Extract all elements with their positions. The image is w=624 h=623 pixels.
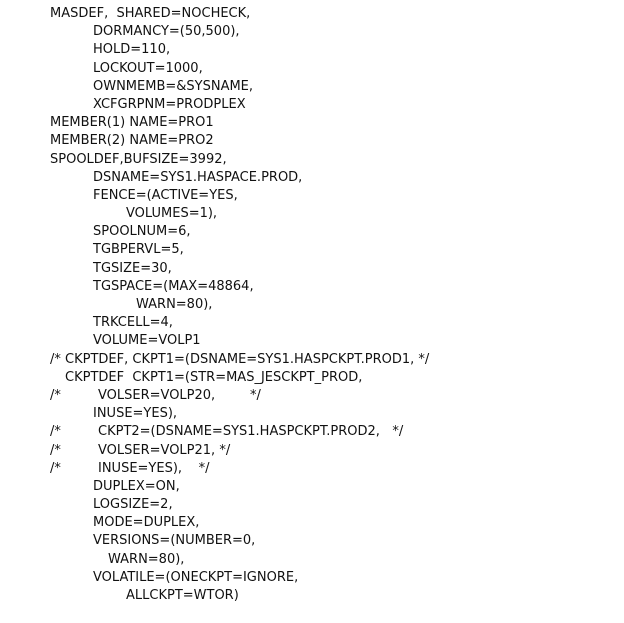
code-text: /* [50, 424, 61, 440]
code-text: TGSPACE=(MAX=48864, [93, 278, 254, 294]
code-line: XCFGRPNM=PRODPLEX [0, 96, 624, 114]
code-text: VOLSER=VOLP20, [98, 387, 216, 403]
code-text: TRKCELL=4, [93, 315, 173, 331]
code-text: WARN=80), [136, 297, 213, 312]
code-line: MASDEF, SHARED=NOCHECK, [0, 5, 624, 23]
code-line: LOGSIZE=2, [0, 496, 624, 514]
code-text: VOLSER=VOLP21, */ [98, 442, 231, 458]
code-line: HOLD=110, [0, 41, 624, 59]
code-text: SPOOLDEF,BUFSIZE=3992, [50, 151, 227, 167]
code-line: VOLATILE=(ONECKPT=IGNORE, [0, 569, 624, 587]
code-text: */ [250, 387, 261, 403]
code-line: WARN=80), [0, 551, 624, 569]
code-text: CKPTDEF CKPT1=(STR=MAS_JESCKPT_PROD, [65, 369, 363, 385]
code-text: /* [50, 460, 61, 476]
code-text: INUSE=YES), */ [98, 460, 210, 476]
code-line: /* CKPTDEF, CKPT1=(DSNAME=SYS1.HASPCKPT.… [0, 351, 624, 369]
code-text: MODE=DUPLEX, [93, 515, 200, 531]
code-text: ALLCKPT=WTOR) [126, 588, 239, 603]
code-text: MASDEF, SHARED=NOCHECK, [50, 6, 251, 21]
code-line: /* CKPT2=(DSNAME=SYS1.HASPCKPT.PROD2, */ [0, 423, 624, 441]
code-line: TGSPACE=(MAX=48864, [0, 278, 624, 296]
code-line: DSNAME=SYS1.HASPACE.PROD, [0, 169, 624, 187]
code-text: TGSIZE=30, [93, 260, 172, 276]
code-line: /* VOLSER=VOLP20, */ [0, 387, 624, 405]
code-line: ALLCKPT=WTOR) [0, 587, 624, 605]
code-line: TGSIZE=30, [0, 260, 624, 278]
code-text: MEMBER(1) NAME=PRO1 [50, 115, 214, 131]
code-line: /* VOLSER=VOLP21, */ [0, 442, 624, 460]
code-text: /* [50, 442, 61, 458]
code-text: TGBPERVL=5, [93, 242, 184, 258]
code-line: LOCKOUT=1000, [0, 60, 624, 78]
code-line: INUSE=YES), [0, 405, 624, 423]
code-text: SPOOLNUM=6, [93, 224, 191, 240]
code-line: DUPLEX=ON, [0, 478, 624, 496]
code-text: HOLD=110, [93, 42, 171, 58]
code-text: DORMANCY=(50,500), [93, 24, 240, 40]
code-text: VOLUMES=1), [126, 206, 218, 222]
code-text: VERSIONS=(NUMBER=0, [93, 533, 256, 549]
code-line: /* INUSE=YES), */ [0, 460, 624, 478]
code-line: VOLUMES=1), [0, 205, 624, 223]
code-line: FENCE=(ACTIVE=YES, [0, 187, 624, 205]
code-text: WARN=80), [108, 551, 185, 567]
code-line: VERSIONS=(NUMBER=0, [0, 532, 624, 550]
code-text: MEMBER(2) NAME=PRO2 [50, 133, 214, 149]
code-line: WARN=80), [0, 296, 624, 314]
code-text: VOLATILE=(ONECKPT=IGNORE, [93, 569, 299, 585]
code-line: SPOOLNUM=6, [0, 223, 624, 241]
code-text: VOLUME=VOLP1 [93, 333, 201, 349]
code-text: INUSE=YES), [93, 406, 178, 422]
code-text: /* [50, 387, 61, 403]
code-text: LOGSIZE=2, [93, 497, 173, 513]
code-line: MEMBER(2) NAME=PRO2 [0, 132, 624, 150]
code-line: SPOOLDEF,BUFSIZE=3992, [0, 151, 624, 169]
code-line: VOLUME=VOLP1 [0, 332, 624, 350]
code-text: DUPLEX=ON, [93, 478, 180, 494]
code-text: FENCE=(ACTIVE=YES, [93, 187, 238, 203]
code-text: CKPT2=(DSNAME=SYS1.HASPCKPT.PROD2, */ [98, 424, 404, 440]
jes2-config-listing: MASDEF, SHARED=NOCHECK, DORMANCY=(50,500)… [0, 5, 624, 605]
code-line: OWNMEMB=&SYSNAME, [0, 78, 624, 96]
code-line: TRKCELL=4, [0, 314, 624, 332]
code-text: OWNMEMB=&SYSNAME, [93, 78, 254, 94]
code-text: LOCKOUT=1000, [93, 60, 203, 76]
code-line: MODE=DUPLEX, [0, 514, 624, 532]
code-text: XCFGRPNM=PRODPLEX [93, 96, 246, 112]
code-line: CKPTDEF CKPT1=(STR=MAS_JESCKPT_PROD, [0, 369, 624, 387]
code-text: DSNAME=SYS1.HASPACE.PROD, [93, 169, 303, 185]
code-text: /* CKPTDEF, CKPT1=(DSNAME=SYS1.HASPCKPT.… [50, 351, 430, 367]
code-line: TGBPERVL=5, [0, 241, 624, 259]
code-line: MEMBER(1) NAME=PRO1 [0, 114, 624, 132]
code-line: DORMANCY=(50,500), [0, 23, 624, 41]
